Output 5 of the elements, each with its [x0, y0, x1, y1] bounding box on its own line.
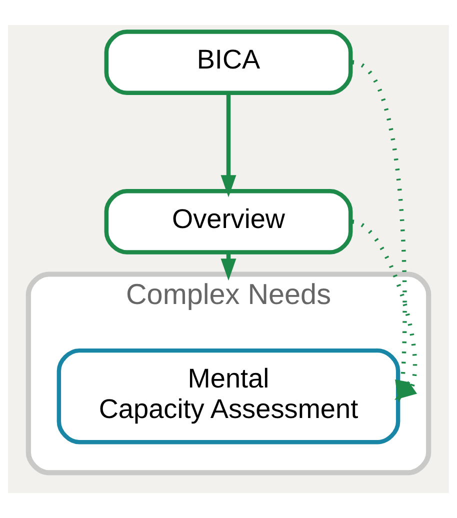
node-box: Mental Capacity Assessment [56, 348, 400, 444]
node-box: BICA [104, 30, 353, 95]
arrow [220, 93, 236, 198]
arrow [352, 220, 418, 400]
node-box: Overview [104, 189, 353, 254]
